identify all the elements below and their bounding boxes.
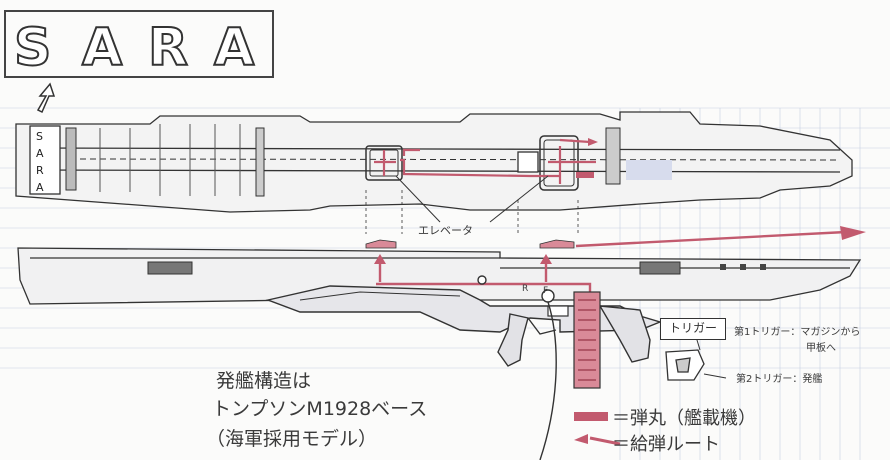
legend-route-label: ＝給弾ルート bbox=[612, 434, 720, 455]
selector-f: F bbox=[543, 286, 549, 296]
caption-line3: （海軍採用モデル） bbox=[206, 428, 378, 450]
deck-letters: S A R A bbox=[36, 130, 44, 194]
title-letter: A bbox=[81, 17, 123, 79]
deck-letter: R bbox=[36, 164, 44, 177]
trigger1-note: 第1トリガー：マガジンから bbox=[734, 327, 861, 338]
rear-grip bbox=[497, 313, 529, 367]
title-box: S A R A bbox=[4, 10, 274, 79]
title-letter: A bbox=[213, 17, 255, 79]
legend-ammo-label: ＝弾丸（艦載機） bbox=[612, 408, 756, 429]
fore-grip bbox=[598, 305, 651, 363]
plane-side-forward bbox=[539, 239, 575, 249]
deck-letter: A bbox=[36, 181, 44, 194]
second-trigger-detail bbox=[665, 349, 705, 381]
pointer-arrow-icon bbox=[36, 82, 56, 114]
selector-r: R bbox=[522, 284, 529, 294]
flight-deck-top-view bbox=[15, 111, 853, 213]
deck-letter: S bbox=[36, 130, 43, 143]
deck-letter: A bbox=[36, 147, 44, 160]
elevator-label: エレベータ bbox=[418, 224, 473, 237]
trigger1-note-line2: 甲板へ bbox=[806, 343, 836, 354]
launch-arrow bbox=[575, 230, 847, 248]
plane-side-rear bbox=[365, 239, 397, 249]
trigger-cord bbox=[539, 301, 557, 460]
title-letter: S bbox=[13, 17, 52, 79]
legend-ammo-swatch bbox=[574, 412, 608, 421]
trigger2-note: 第2トリガー：発艦 bbox=[736, 374, 823, 385]
gun-body bbox=[265, 275, 663, 367]
feed-route-top bbox=[374, 138, 596, 184]
trigger-label-box: トリガー bbox=[660, 318, 726, 340]
caption-line1: 発艦構造は bbox=[216, 370, 312, 392]
trigger-label: トリガー bbox=[668, 321, 717, 335]
title-letter: R bbox=[147, 17, 189, 79]
caption-line2: トンプソンM1928ベース bbox=[212, 398, 428, 420]
legend-route-swatch bbox=[589, 436, 621, 446]
